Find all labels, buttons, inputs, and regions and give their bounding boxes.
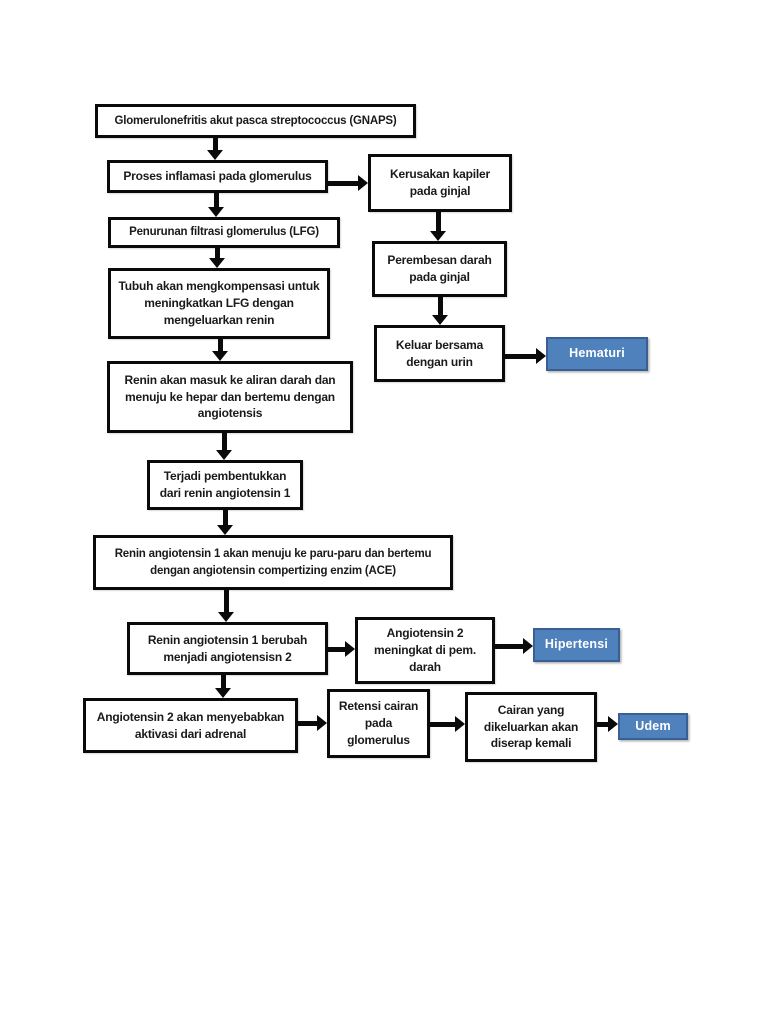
node-label-meningkat-pem: Angiotensin 2 meningkat di pem. darah <box>374 626 476 674</box>
arrow-berubah-a2-to-meningkat-pem <box>328 641 355 657</box>
node-label-hematuri: Hematuri <box>569 346 625 361</box>
node-label-cairan-diserap: Cairan yang dikeluarkan akan diserap kem… <box>483 702 579 751</box>
node-cairan-diserap: Cairan yang dikeluarkan akan diserap kem… <box>465 692 597 762</box>
node-label-kompensasi-renin: Tubuh akan mengkompensasi untuk meningka… <box>118 279 320 327</box>
node-berubah-a2: Renin angiotensin 1 berubah menjadi angi… <box>127 622 328 675</box>
arrowhead-icon <box>430 231 446 241</box>
node-penurunan-filtrasi: Penurunan filtrasi glomerulus (LFG) <box>108 217 340 248</box>
arrow-menuju-paru-ace-to-berubah-a2 <box>218 590 234 622</box>
arrow-perembesan-darah-to-keluar-urin <box>432 297 448 325</box>
arrow-shaft <box>328 646 346 652</box>
arrow-kerusakan-kapiler-to-perembesan-darah <box>430 212 446 241</box>
node-label-hipertensi: Hipertensi <box>544 637 609 652</box>
node-label-aktivasi-adrenal: Angiotensin 2 akan menyebabkan aktivasi … <box>96 709 285 741</box>
arrow-shaft <box>495 643 524 649</box>
node-label-renin-masuk-darah: Renin akan masuk ke aliran darah dan men… <box>124 372 336 421</box>
arrow-meningkat-pem-to-hipertensi <box>495 638 533 654</box>
arrowhead-icon <box>523 638 533 654</box>
arrowhead-icon <box>608 716 618 732</box>
node-label-menuju-paru-ace: Renin angiotensin 1 akan menuju ke paru-… <box>114 548 432 577</box>
arrowhead-icon <box>218 612 234 622</box>
node-retensi-cairan: Retensi cairan pada glomerulus <box>327 689 430 758</box>
node-pembentukkan-ra1: Terjadi pembentukkan dari renin angioten… <box>147 460 303 510</box>
arrow-penurunan-filtrasi-to-kompensasi-renin <box>209 248 225 268</box>
arrow-shaft <box>435 212 441 232</box>
arrow-renin-masuk-darah-to-pembentukkan-ra1 <box>216 433 232 460</box>
arrowhead-icon <box>216 450 232 460</box>
arrow-shaft <box>430 721 456 727</box>
arrow-shaft <box>328 180 359 186</box>
arrow-shaft <box>220 675 226 689</box>
arrow-aktivasi-adrenal-to-retensi-cairan <box>298 715 327 731</box>
node-proses-inflamasi: Proses inflamasi pada glomerulus <box>107 160 328 193</box>
arrow-shaft <box>223 590 229 613</box>
arrowhead-icon <box>212 351 228 361</box>
arrow-proses-inflamasi-to-kerusakan-kapiler <box>328 175 368 191</box>
node-label-berubah-a2: Renin angiotensin 1 berubah menjadi angi… <box>147 632 308 664</box>
node-label-keluar-urin: Keluar bersama dengan urin <box>395 337 484 369</box>
arrowhead-icon <box>207 150 223 160</box>
node-label-perembesan-darah: Perembesan darah pada ginjal <box>387 253 492 284</box>
arrow-proses-inflamasi-to-penurunan-filtrasi <box>208 193 224 217</box>
node-label-proses-inflamasi: Proses inflamasi pada glomerulus <box>123 169 312 184</box>
arrowhead-icon <box>432 315 448 325</box>
node-label-retensi-cairan: Retensi cairan pada glomerulus <box>338 699 419 747</box>
arrowhead-icon <box>536 348 546 364</box>
arrow-shaft <box>222 510 228 526</box>
node-label-penurunan-filtrasi: Penurunan filtrasi glomerulus (LFG) <box>129 226 319 239</box>
node-udem: Udem <box>618 713 688 740</box>
arrowhead-icon <box>215 688 231 698</box>
node-label-pembentukkan-ra1: Terjadi pembentukkan dari renin angioten… <box>159 469 291 500</box>
arrow-berubah-a2-to-aktivasi-adrenal <box>215 675 231 698</box>
arrow-shaft <box>214 248 220 259</box>
node-kerusakan-kapiler: Kerusakan kapiler pada ginjal <box>368 154 512 212</box>
node-gnaps: Glomerulonefritis akut pasca streptococc… <box>95 104 416 138</box>
arrow-shaft <box>597 721 609 727</box>
node-keluar-urin: Keluar bersama dengan urin <box>374 325 505 382</box>
arrow-shaft <box>212 138 218 151</box>
arrow-shaft <box>298 720 318 726</box>
node-perembesan-darah: Perembesan darah pada ginjal <box>372 241 507 297</box>
arrowhead-icon <box>358 175 368 191</box>
node-aktivasi-adrenal: Angiotensin 2 akan menyebabkan aktivasi … <box>83 698 298 753</box>
node-label-udem: Udem <box>635 718 671 733</box>
arrow-shaft <box>213 193 219 208</box>
arrow-kompensasi-renin-to-renin-masuk-darah <box>212 339 228 361</box>
arrowhead-icon <box>209 258 225 268</box>
arrow-shaft <box>437 297 443 316</box>
node-hematuri: Hematuri <box>546 337 648 371</box>
arrow-gnaps-to-proses-inflamasi <box>207 138 223 160</box>
node-label-kerusakan-kapiler: Kerusakan kapiler pada ginjal <box>390 167 490 198</box>
arrowhead-icon <box>208 207 224 217</box>
arrow-shaft <box>221 433 227 451</box>
node-hipertensi: Hipertensi <box>533 628 620 662</box>
arrowhead-icon <box>317 715 327 731</box>
node-meningkat-pem: Angiotensin 2 meningkat di pem. darah <box>355 617 495 684</box>
arrowhead-icon <box>345 641 355 657</box>
node-kompensasi-renin: Tubuh akan mengkompensasi untuk meningka… <box>108 268 330 339</box>
arrowhead-icon <box>217 525 233 535</box>
node-menuju-paru-ace: Renin angiotensin 1 akan menuju ke paru-… <box>93 535 453 590</box>
node-renin-masuk-darah: Renin akan masuk ke aliran darah dan men… <box>107 361 353 433</box>
arrow-pembentukkan-ra1-to-menuju-paru-ace <box>217 510 233 535</box>
arrow-retensi-cairan-to-cairan-diserap <box>430 716 465 732</box>
arrow-keluar-urin-to-hematuri <box>505 348 546 364</box>
arrow-cairan-diserap-to-udem <box>597 716 618 732</box>
node-label-gnaps: Glomerulonefritis akut pasca streptococc… <box>114 114 397 127</box>
arrowhead-icon <box>455 716 465 732</box>
arrow-shaft <box>217 339 223 352</box>
arrow-shaft <box>505 353 537 359</box>
